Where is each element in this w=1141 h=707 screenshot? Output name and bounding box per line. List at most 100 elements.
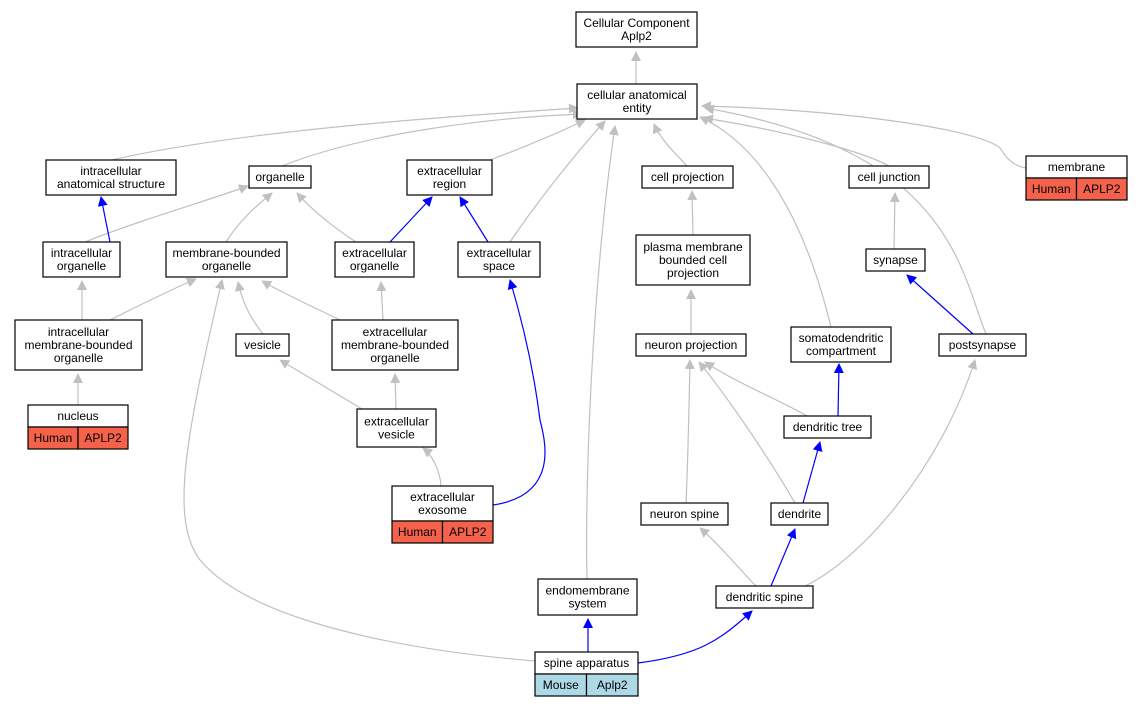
- gray-edge: [889, 192, 900, 250]
- node-label: bounded cell: [659, 253, 727, 267]
- node-box: [457, 241, 541, 278]
- gray-edge: [704, 104, 987, 335]
- node-label: dendritic spine: [726, 590, 804, 604]
- node-label: somatodendritic: [799, 331, 884, 345]
- gray-edge: [509, 120, 606, 243]
- gray-edge: [701, 101, 1027, 169]
- node-box: [635, 234, 751, 286]
- node-label: extracellular: [342, 246, 407, 260]
- go-term-node-synapse[interactable]: synapse: [865, 248, 926, 272]
- node-label: organelle: [57, 259, 107, 273]
- node-label: organelle: [370, 351, 420, 365]
- go-term-node-dendrite[interactable]: dendrite: [770, 502, 829, 526]
- gene-label: APLP2: [449, 525, 487, 539]
- node-label: intracellular: [48, 325, 109, 339]
- node-label: neuron projection: [645, 338, 738, 352]
- gray-edge: [296, 192, 357, 243]
- node-label: membrane-bounded: [172, 246, 280, 260]
- gray-edge: [652, 123, 688, 167]
- node-label: vesicle: [378, 428, 415, 442]
- species-label: Human: [34, 431, 73, 445]
- node-label: intracellular: [80, 164, 141, 178]
- node-label: projection: [667, 266, 719, 280]
- go-term-node-cellproj[interactable]: cell projection: [641, 165, 734, 189]
- go-term-node-celljunc[interactable]: cell junction: [848, 165, 930, 189]
- gray-edge: [281, 109, 583, 167]
- node-label: spine apparatus: [544, 656, 629, 670]
- node-box: [406, 159, 493, 196]
- node-label: exosome: [418, 503, 467, 517]
- go-term-node-organelle[interactable]: organelle: [248, 165, 312, 189]
- species-label: Human: [398, 525, 437, 539]
- node-label: organelle: [255, 170, 305, 184]
- gray-edge: [183, 279, 536, 662]
- node-label: extracellular: [410, 490, 475, 504]
- blue-edge: [459, 196, 489, 243]
- node-box: [42, 241, 121, 278]
- gray-edge: [279, 359, 363, 410]
- go-term-node-nspine[interactable]: neuron spine: [640, 502, 729, 526]
- gray-edge: [698, 361, 796, 504]
- node-label: vesicle: [244, 338, 281, 352]
- node-label: synapse: [873, 253, 918, 267]
- node-box: [45, 159, 177, 196]
- go-term-node-dspine[interactable]: dendritic spine: [715, 585, 814, 609]
- node-box: [783, 415, 872, 439]
- node-box: [715, 585, 814, 609]
- gray-edge: [699, 116, 832, 328]
- node-box: [770, 502, 829, 526]
- gray-edge: [235, 281, 264, 335]
- blue-edge: [802, 441, 823, 504]
- gene-badge: [585, 673, 639, 697]
- node-box: [848, 165, 930, 189]
- node-label: dendritic tree: [793, 420, 863, 434]
- gray-edge: [704, 361, 808, 417]
- node-label: neuron spine: [650, 507, 720, 521]
- gray-edge: [111, 103, 579, 161]
- node-box: [165, 241, 288, 278]
- species-label: Mouse: [543, 678, 579, 692]
- gene-badge: [441, 520, 494, 544]
- go-term-node-vesicle[interactable]: vesicle: [235, 333, 290, 357]
- gray-edge: [703, 114, 890, 167]
- gray-edge: [804, 359, 978, 587]
- node-box: [248, 165, 312, 189]
- go-term-node-np[interactable]: neuron projection: [635, 333, 747, 357]
- gray-edge: [684, 359, 695, 504]
- node-box: [635, 333, 747, 357]
- node-label: organelle: [54, 351, 104, 365]
- node-label: cell junction: [858, 170, 921, 184]
- blue-edge: [906, 274, 974, 335]
- gray-edge: [84, 184, 249, 243]
- blue-edge: [637, 610, 753, 664]
- go-term-node-postsyn[interactable]: postsynapse: [938, 333, 1027, 357]
- node-box: [576, 83, 698, 120]
- blue-edge: [770, 528, 797, 587]
- node-label: region: [433, 177, 466, 191]
- node-box: [575, 11, 698, 48]
- node-label: Cellular Component: [583, 16, 690, 30]
- gray-edge: [225, 192, 273, 243]
- go-term-node-dtree[interactable]: dendritic tree: [783, 415, 872, 439]
- node-label: membrane: [1048, 160, 1106, 174]
- node-box: [356, 408, 437, 448]
